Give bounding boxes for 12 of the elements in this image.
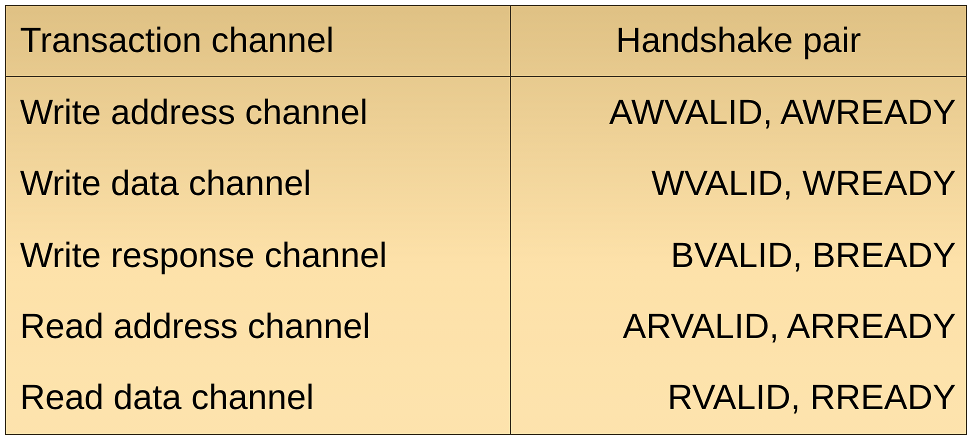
column-header: Handshake pair <box>510 6 966 76</box>
table-cell: AWVALID, AWREADY <box>510 76 966 149</box>
table-cell: RVALID, RREADY <box>510 362 966 434</box>
table-cell: Write response channel <box>6 220 510 292</box>
table-cell: ARVALID, ARREADY <box>510 291 966 363</box>
table-cell: Write data channel <box>6 148 510 220</box>
table-cell: Read address channel <box>6 291 510 363</box>
table-cell: BVALID, BREADY <box>510 220 966 292</box>
table-cell: WVALID, WREADY <box>510 148 966 220</box>
column-header: Transaction channel <box>6 6 510 76</box>
table-cell: Read data channel <box>6 362 510 434</box>
table-cell: Write address channel <box>6 76 510 149</box>
